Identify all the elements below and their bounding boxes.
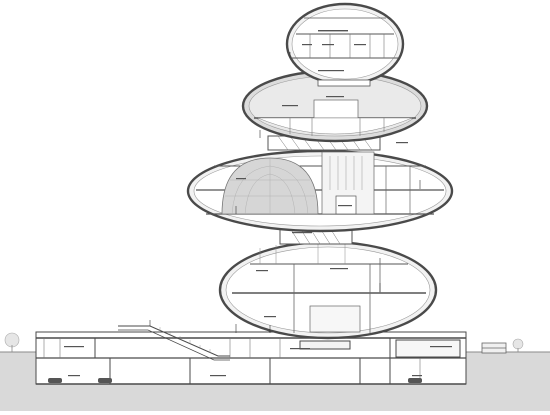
- ramp-bottom: [118, 329, 230, 361]
- podium: [35, 331, 467, 385]
- volume-3-lower: [257, 117, 413, 135]
- volume-4-inner: [291, 8, 399, 80]
- ramp-top: [118, 325, 230, 357]
- person-figure-icon: [149, 52, 421, 333]
- car-icon: [48, 378, 62, 383]
- volume-3: [241, 69, 429, 143]
- volume-2: [186, 149, 454, 233]
- volume-1-inner: [225, 246, 431, 334]
- volume-3-walls: [289, 118, 385, 136]
- neck-3: [317, 79, 371, 87]
- volume-3-stage: [313, 99, 359, 119]
- library-shelves: [309, 34, 385, 58]
- site-wall-right: [481, 342, 507, 354]
- atrium-slats: [329, 156, 363, 190]
- tree-icon: [4, 332, 20, 352]
- volume-1-screen: [309, 305, 361, 333]
- entrance-canopy: [299, 340, 351, 350]
- volume-1-columns: [259, 243, 346, 264]
- volume-4: [285, 2, 405, 86]
- ramp-rail: [159, 327, 211, 353]
- tree-icon: [512, 338, 524, 352]
- volume-1: [218, 240, 438, 340]
- car-icon: [408, 378, 422, 383]
- side-pavilion: [395, 339, 461, 358]
- car-icon: [98, 378, 112, 383]
- room-labels: [64, 30, 452, 377]
- ramp: [118, 325, 230, 361]
- dome-grid: [225, 158, 315, 215]
